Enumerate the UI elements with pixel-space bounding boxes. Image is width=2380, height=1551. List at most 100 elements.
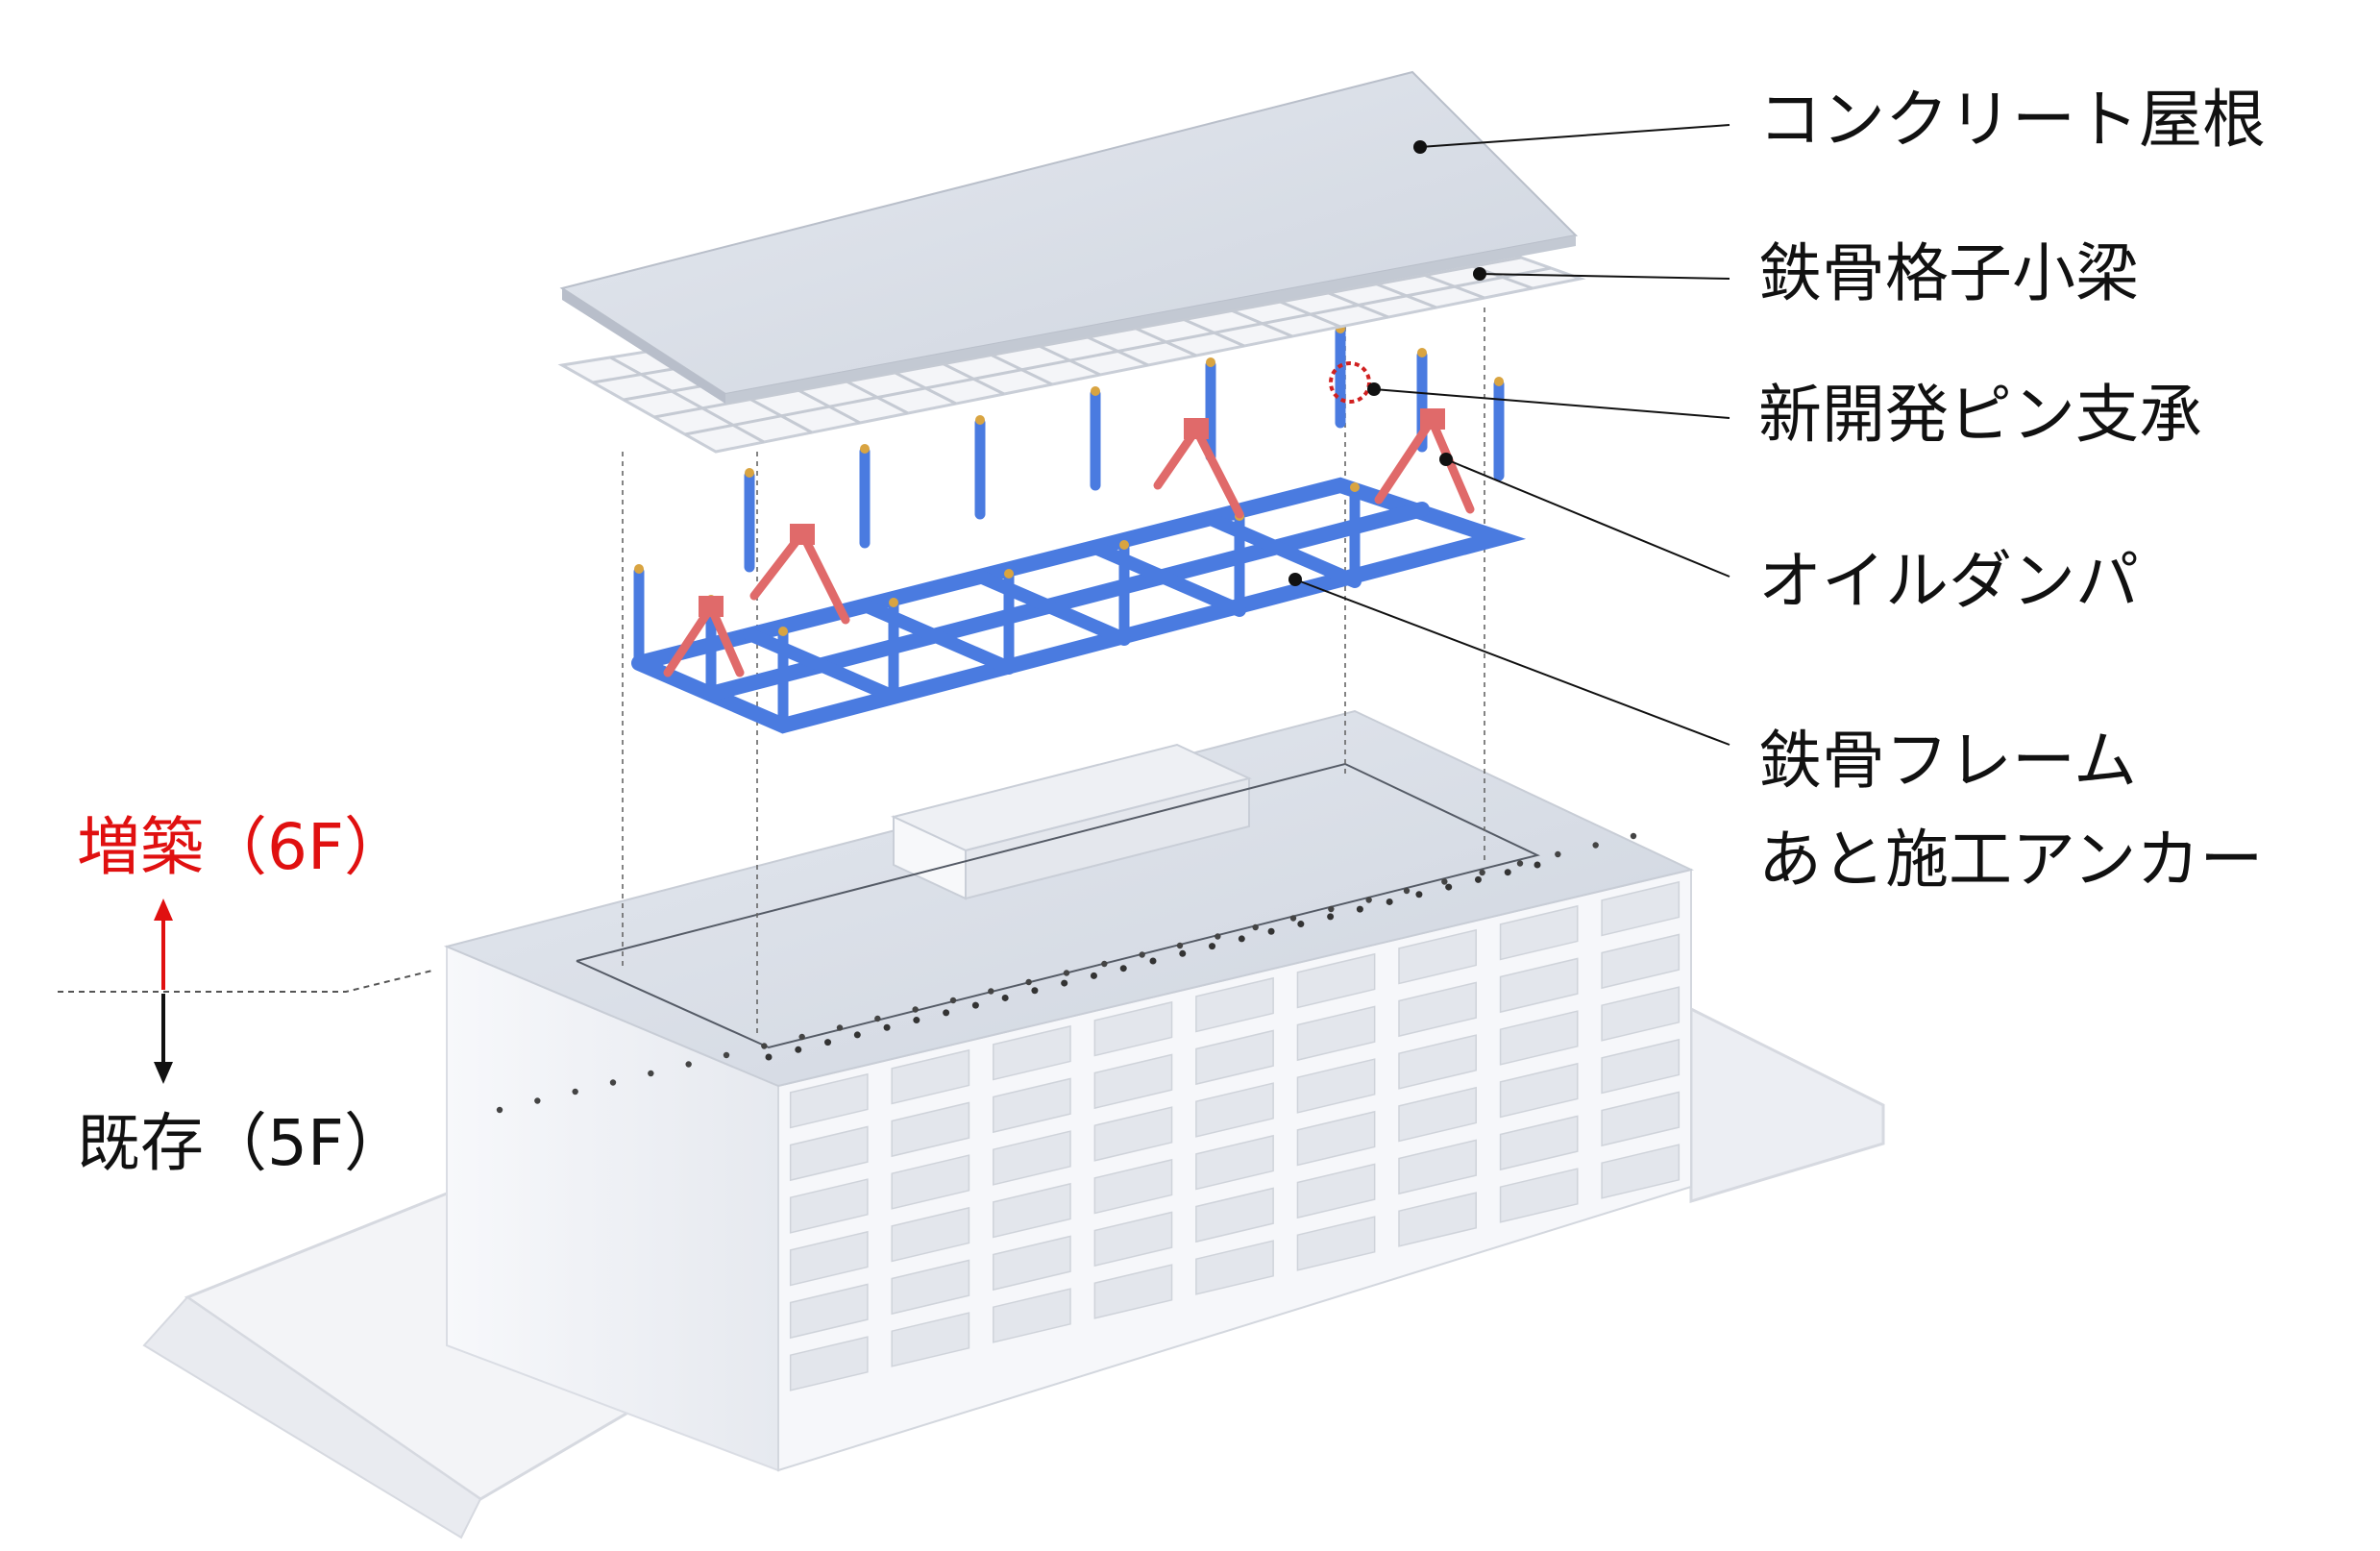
anchor-dot (1555, 850, 1561, 858)
facade-window (1296, 952, 1376, 1009)
facade-window (1398, 1139, 1477, 1195)
concrete-roof-slab (559, 70, 1579, 404)
facade-window (1601, 1091, 1681, 1147)
facade-window (1195, 1082, 1274, 1138)
facade-window (891, 1048, 970, 1105)
anchor-dot (883, 1023, 891, 1031)
anchor-dot (1031, 987, 1039, 995)
facade-window (789, 1230, 869, 1287)
leader-dots (1288, 140, 1486, 586)
anchor-dot (1179, 949, 1187, 957)
facade-window (1398, 928, 1477, 985)
anchor-dot (1001, 994, 1009, 1001)
label-extension: 増築（6F） (77, 810, 407, 884)
facade-window (1296, 1110, 1376, 1167)
anchor-dot (853, 1031, 861, 1039)
anchor-dot (824, 1039, 832, 1046)
oil-dampers (663, 408, 1475, 677)
anchor-dot (1441, 878, 1448, 885)
pin-bearing (975, 415, 985, 425)
facade-window (1195, 1187, 1274, 1243)
anchor-dot (1025, 978, 1032, 986)
facade-window (993, 1182, 1071, 1239)
anchor-dot (1630, 832, 1637, 840)
facade-window (1296, 1216, 1376, 1271)
facade-window (891, 1312, 970, 1367)
anchor-dot (1445, 883, 1453, 891)
pin-bearing (1091, 386, 1100, 396)
facade-window (789, 1283, 869, 1340)
facade-window (891, 1154, 970, 1210)
anchor-dot (1289, 915, 1297, 922)
pin-bearing (1350, 482, 1360, 492)
pin-bearing (1119, 540, 1129, 550)
anchor-dot (1149, 957, 1157, 965)
anchor-dot (1534, 861, 1541, 869)
grid-line (684, 266, 1552, 436)
anchor-dot (1063, 970, 1070, 976)
facade-window (1398, 1086, 1477, 1143)
projection-lines (622, 308, 1485, 1033)
pin-bearing (778, 627, 788, 636)
anchor-dot (1516, 860, 1524, 867)
anchor-dot (534, 1097, 541, 1104)
label-existing: 既存（5F） (77, 1106, 407, 1180)
facade-window (1499, 1115, 1579, 1171)
anchor-dot (609, 1079, 617, 1086)
facade-window (891, 1101, 970, 1158)
anchor-dot (988, 988, 994, 995)
anchor-dot (1297, 921, 1305, 928)
facade-window (789, 1178, 869, 1234)
facade-window (1499, 957, 1579, 1014)
anchor-dot (1176, 942, 1184, 949)
pin-bearing (1206, 357, 1215, 367)
anchor-dot (1101, 960, 1108, 968)
facade-window (1601, 933, 1681, 990)
facade-window (1093, 1106, 1173, 1162)
anchor-dot (1119, 965, 1127, 972)
anchor-dot (1592, 842, 1599, 849)
anchor-dot (1215, 933, 1221, 940)
anchor-dot (496, 1106, 503, 1114)
facade-window (1093, 1053, 1173, 1110)
anchor-dot (836, 1024, 844, 1031)
facade-window (789, 1336, 869, 1391)
anchor-dot (765, 1053, 773, 1061)
pin-bearing (889, 598, 898, 607)
anchor-dot (572, 1088, 578, 1096)
anchor-dot (1328, 905, 1335, 913)
facade-window (1398, 1034, 1477, 1090)
steel-frame (631, 324, 1527, 734)
anchor-dot (795, 1046, 802, 1053)
facade-window (1093, 1211, 1173, 1268)
facade-window (993, 1024, 1071, 1081)
facade-window (1296, 1058, 1376, 1114)
pin-bearing (1004, 569, 1014, 579)
facade-window (1195, 976, 1274, 1033)
pin-bearing (634, 564, 644, 574)
label-oil-damper: オイルダンパ (1758, 544, 2139, 618)
grid-line (653, 256, 1522, 419)
label-steel-frame: 鉄骨フレーム (1758, 724, 2138, 798)
pin-bearing-highlight (1329, 361, 1371, 404)
right-podium (1689, 1006, 1885, 1204)
facade-window (1296, 1163, 1376, 1219)
anchor-dot (648, 1070, 654, 1077)
facade-window (1093, 1264, 1173, 1319)
anchor-outline (576, 762, 1540, 1049)
facade-window (993, 1077, 1071, 1134)
facade-window (993, 1235, 1071, 1292)
facade-window (1398, 981, 1477, 1038)
facade-window (789, 1072, 869, 1129)
facade-window (1499, 1010, 1579, 1066)
height-arrows (154, 899, 173, 1084)
pin-bearing (745, 468, 754, 478)
anchor-dot (912, 1006, 919, 1013)
label-steel-grid-beams: 鉄骨格子小梁 (1758, 236, 2139, 310)
anchor-layout (496, 762, 1637, 1114)
facade-window (993, 1130, 1071, 1186)
facade-window (891, 1206, 970, 1263)
anchor-dot (1061, 979, 1068, 987)
facade-window (1296, 1005, 1376, 1062)
